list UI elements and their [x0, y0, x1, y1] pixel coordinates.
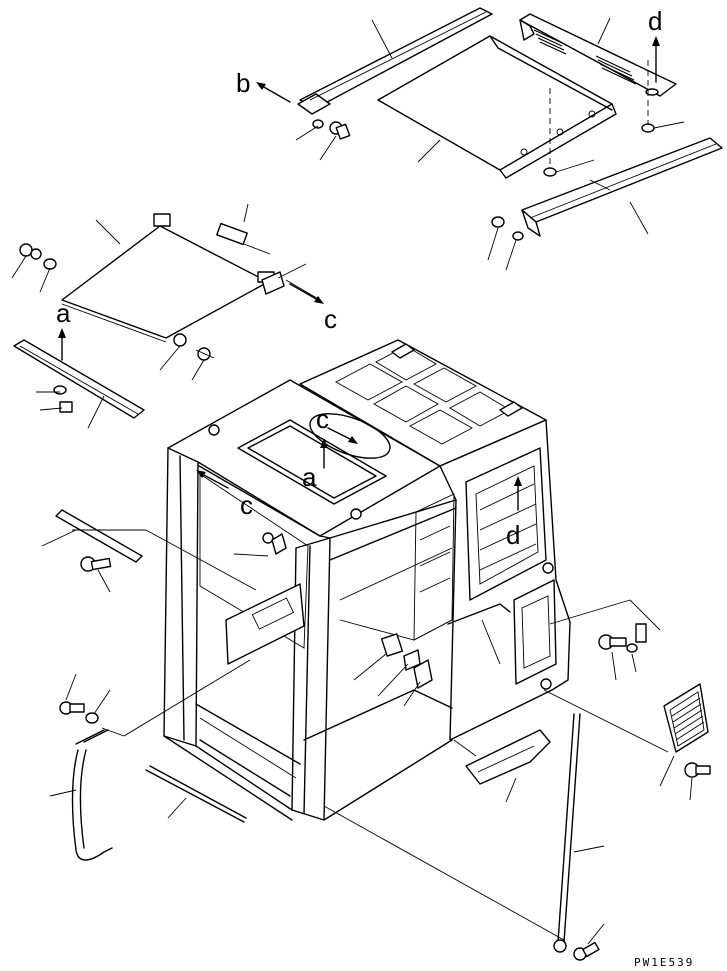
bolt-right-bottom: [573, 941, 600, 961]
bolt-right-panel: [598, 623, 647, 653]
label-c-top: c: [324, 304, 337, 334]
side-window-rails: [479, 483, 537, 571]
left-leader-lines: [11, 203, 321, 429]
label-a-top: a: [56, 298, 71, 328]
label-d-door: d: [506, 520, 520, 550]
panel-vent-slots: [533, 29, 637, 85]
front-seal-strip: [55, 509, 143, 563]
bolt-right-vent: [684, 762, 711, 778]
arrow-c-frame: [196, 470, 229, 489]
door-stay-rod: [553, 713, 581, 953]
cab-front-frame: [163, 447, 331, 821]
bolt-left-2: [59, 701, 99, 724]
door-garnish-panel: [465, 729, 551, 785]
left-fasteners: [19, 243, 215, 361]
label-b: b: [236, 68, 250, 98]
roof-rail-right: [521, 137, 723, 237]
drawing-code: PW1E539: [634, 956, 694, 969]
interior-bracket-parts: [262, 532, 433, 689]
lower-left-leader-lines: [41, 529, 421, 819]
air-vent-grille: [663, 683, 709, 753]
label-c-frame: c: [240, 490, 253, 520]
cab-floor-edge: [195, 689, 453, 779]
label-d-top: d: [648, 6, 662, 36]
front-bracket: [13, 339, 145, 419]
arrow-d-door: [514, 476, 522, 511]
arrow-a-top: [58, 328, 66, 361]
label-a-roof: a: [302, 462, 317, 492]
arrow-a-roof: [320, 438, 328, 469]
arrow-b: [256, 82, 291, 103]
roof-front-panel: [519, 13, 677, 97]
label-c-roof: c: [316, 404, 329, 434]
cab-roof: [167, 339, 547, 537]
roof-fasteners: [312, 119, 655, 241]
roof-rail-left: [297, 7, 493, 115]
cab-interior-rear: [339, 493, 511, 641]
stay-rod: [71, 729, 113, 861]
bottom-seal-strip: [145, 765, 247, 823]
arrow-c-roof: [327, 427, 358, 444]
arrow-d-top: [652, 36, 660, 83]
lower-right-leader-lines: [323, 599, 693, 945]
hinge-pin: [216, 222, 271, 255]
bolt-left-1: [80, 556, 112, 572]
arrow-c-top: [289, 283, 324, 304]
cab-side-frame: [323, 419, 571, 821]
roof-trim-panel: [377, 35, 617, 179]
roof-leader-lines: [295, 17, 685, 271]
